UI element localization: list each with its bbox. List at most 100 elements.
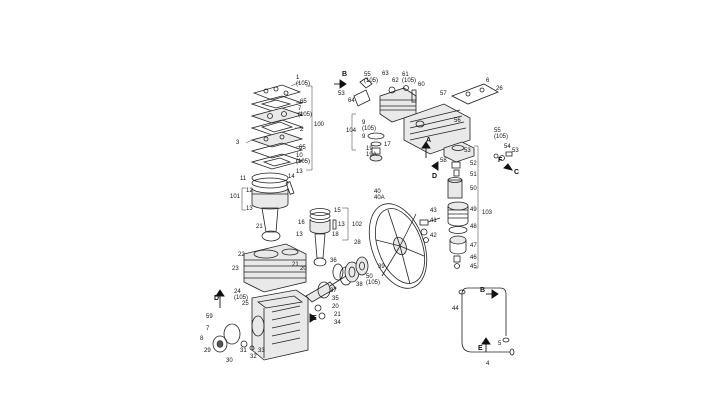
callout-label-c20a: 20 <box>300 266 307 272</box>
hub-39 <box>355 256 369 276</box>
callout-label-c53a: 53 <box>338 91 345 97</box>
view-marker-mE1: E <box>312 315 317 322</box>
callout-label-c50: 50(105) <box>366 274 380 286</box>
callout-label-c13a: 13 <box>246 206 253 212</box>
callout-label-c13c: 13 <box>296 232 303 238</box>
cylinder-22 <box>243 243 307 293</box>
callout-label-c50b: 50 <box>470 186 477 192</box>
callout-label-c11: 11 <box>240 176 247 182</box>
callout-label-c64: 64 <box>348 98 355 104</box>
callout-label-c46: 46 <box>470 255 477 261</box>
bracket-100 <box>306 85 313 171</box>
callout-label-c41: 41 <box>430 218 437 224</box>
callout-label-c52: 52 <box>470 161 477 167</box>
callout-label-c55a: 55(105) <box>364 72 378 84</box>
callout-label-c32: 32 <box>250 354 257 360</box>
callout-label-c63: 63 <box>382 71 389 77</box>
view-marker-mD2: D <box>432 173 437 180</box>
callout-label-c7b: 7 <box>206 326 210 332</box>
callout-labels: 1(105)657(105)236510(105)100111210113141… <box>200 71 519 367</box>
callout-label-c4: 4 <box>486 361 490 367</box>
callout-label-c2: 2 <box>300 127 304 133</box>
discharge-tube-44 <box>458 287 515 356</box>
small-fittings-54-55 <box>493 151 513 161</box>
callout-label-c26: 26 <box>496 86 503 92</box>
callout-label-c100: 100 <box>314 122 325 128</box>
callout-label-c56: 56 <box>454 118 461 124</box>
callout-label-c29: 29 <box>204 348 211 354</box>
callout-label-c13b: 13 <box>296 169 303 175</box>
view-arrows <box>215 79 514 352</box>
callout-label-c25: 25 <box>242 301 249 307</box>
callout-label-c12: 12 <box>246 188 253 194</box>
callout-label-c60: 60 <box>418 82 425 88</box>
cylinder-head <box>353 77 417 123</box>
callout-label-c65a: 65 <box>300 99 307 105</box>
callout-label-c55b: 55(105) <box>494 128 508 140</box>
view-marker-mE2: E <box>478 345 483 352</box>
callout-label-c9b: 9 <box>362 134 366 140</box>
bracket-103 <box>474 145 479 269</box>
view-marker-mD1: D <box>214 295 219 302</box>
callout-label-c21b: 21 <box>292 262 299 268</box>
front-cover-parts <box>212 323 255 353</box>
bracket-plate-26 <box>451 83 499 105</box>
valve-plate-stack <box>250 84 304 170</box>
callout-label-c39: 39 <box>378 264 385 270</box>
callout-label-c9a: 9(105) <box>362 120 376 132</box>
callout-label-c20b: 20 <box>332 304 339 310</box>
callout-label-c102: 102 <box>352 222 363 228</box>
callout-label-c54: 54 <box>504 144 511 150</box>
callout-label-c10: 10(105) <box>296 153 310 165</box>
callout-label-c43: 43 <box>430 208 437 214</box>
large-head-56 <box>403 103 471 155</box>
callout-label-c33: 33 <box>258 348 265 354</box>
stack-leaders <box>245 81 305 161</box>
piston-assembly-102 <box>309 208 337 267</box>
callout-label-c59: 59 <box>206 314 213 320</box>
callout-label-c14: 14 <box>288 174 295 180</box>
callout-label-c53b: 53 <box>512 148 519 154</box>
callout-label-c47: 47 <box>470 243 477 249</box>
callout-label-c23: 23 <box>232 266 239 272</box>
callout-label-c103: 103 <box>482 210 493 216</box>
callout-label-c35: 35 <box>332 296 339 302</box>
flywheel-40 <box>368 203 428 289</box>
view-marker-mB2: B <box>480 287 485 294</box>
callout-label-c49: 49 <box>470 207 477 213</box>
callout-label-c34: 34 <box>334 320 341 326</box>
bracket-102 <box>342 207 349 241</box>
callout-label-c62: 62 <box>392 78 399 84</box>
callout-label-c21c: 21 <box>334 312 341 318</box>
callout-label-c58: 58 <box>440 158 447 164</box>
callout-label-c18: 18 <box>332 232 339 238</box>
callout-label-c1: 1(105) <box>296 75 310 87</box>
callout-label-c21a: 21 <box>256 224 263 230</box>
callout-label-c16: 16 <box>298 220 305 226</box>
callout-label-c48: 48 <box>470 224 477 230</box>
callout-label-c8: 8 <box>200 336 204 342</box>
callout-label-c30: 30 <box>226 358 233 364</box>
callout-label-c42: 42 <box>430 233 437 239</box>
callout-label-c5: 5 <box>498 341 502 347</box>
callout-label-c45: 45 <box>470 264 477 270</box>
callout-label-c44: 44 <box>452 306 459 312</box>
callout-label-c6: 6 <box>486 78 490 84</box>
callout-label-c28: 28 <box>354 240 361 246</box>
callout-label-c38: 38 <box>356 282 363 288</box>
callout-label-c24: 24(105) <box>234 289 248 301</box>
bracket-101 <box>241 187 246 211</box>
callout-label-c3: 3 <box>236 140 240 146</box>
callout-label-c13d: 13 <box>338 222 345 228</box>
callout-label-c65b: 65 <box>299 145 306 151</box>
view-marker-mB1: B <box>342 71 347 78</box>
view-marker-mC: C <box>514 169 519 176</box>
piston-assembly-101 <box>251 172 295 242</box>
flywheel-bolt <box>419 217 441 243</box>
callout-label-c61: 61(105) <box>402 72 416 84</box>
view-marker-mA: A <box>426 137 431 144</box>
callout-label-c53c: 53 <box>464 148 471 154</box>
